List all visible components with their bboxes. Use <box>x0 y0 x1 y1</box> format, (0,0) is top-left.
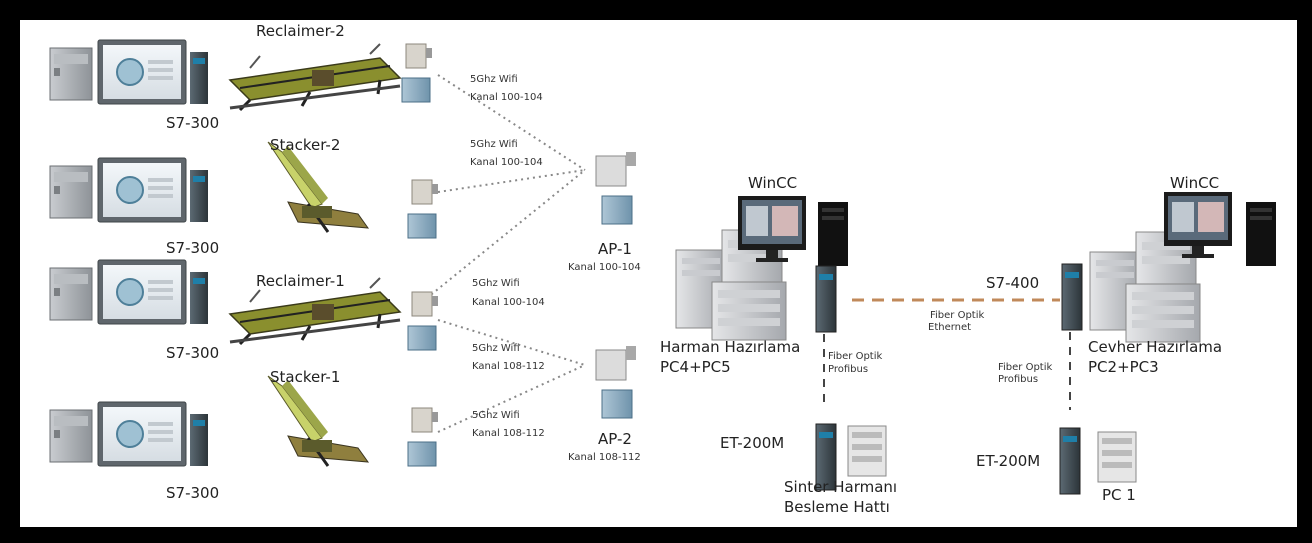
s7-400-label: S7-400 <box>986 274 1039 292</box>
sinter-et200m-label: ET-200M <box>720 434 784 452</box>
cevher-s7-400-rack <box>1061 263 1083 331</box>
fiber-ethernet-label-2: Ethernet <box>928 322 971 333</box>
cevher-station-name: Cevher Hazırlama <box>1088 338 1222 356</box>
cevher-profibus-2: Profibus <box>998 374 1038 385</box>
hmi-panel-2 <box>49 157 209 223</box>
s7-300-label-4: S7-300 <box>166 484 219 502</box>
wifi-channel-4: Kanal 108-112 <box>472 361 545 372</box>
wifi-channel-5: Kanal 108-112 <box>472 428 545 439</box>
harman-station-name: Harman Hazırlama <box>660 338 800 356</box>
pc1-et200m-rack <box>1059 427 1081 495</box>
ap-2-device <box>595 345 637 419</box>
radio-unit-3 <box>407 291 439 351</box>
harman-profibus-2: Profibus <box>828 364 868 375</box>
reclaimer-2-label: Reclaimer-2 <box>256 22 345 40</box>
pc1-et200m-label: ET-200M <box>976 452 1040 470</box>
harman-station-pcs: PC4+PC5 <box>660 358 731 376</box>
wifi-channel-3: Kanal 100-104 <box>472 297 545 308</box>
hmi-panel-3 <box>49 259 209 325</box>
stacker-1-image <box>266 374 370 468</box>
radio-unit-1 <box>401 43 433 103</box>
cevher-station-pcs: PC2+PC3 <box>1088 358 1159 376</box>
radio-unit-4 <box>407 407 439 467</box>
ap-2-channel: Kanal 108-112 <box>568 452 641 463</box>
sinter-label-1: Sinter Harmanı <box>784 478 897 496</box>
ap-1-channel: Kanal 100-104 <box>568 262 641 273</box>
diagram-canvas: Reclaimer-2 Stacker-2 Reclaimer-1 Stacke… <box>49 22 1276 516</box>
harman-tower-image <box>818 202 848 266</box>
wifi-channel-2: Kanal 100-104 <box>470 157 543 168</box>
sinter-et200m-module <box>847 425 887 477</box>
wifi-band-1: 5Ghz Wifi <box>470 74 518 85</box>
s7-300-label-3: S7-300 <box>166 344 219 362</box>
reclaimer-1-label: Reclaimer-1 <box>256 272 345 290</box>
stacker-2-image <box>266 140 370 234</box>
radio-unit-2 <box>407 179 439 239</box>
network-diagram: Reclaimer-2 Stacker-2 Reclaimer-1 Stacke… <box>20 20 1297 527</box>
wifi-band-4: 5Ghz Wifi <box>472 343 520 354</box>
wifi-band-3: 5Ghz Wifi <box>472 278 520 289</box>
stacker-2-label: Stacker-2 <box>270 136 340 154</box>
wifi-links <box>421 74 586 433</box>
s7-300-label-2: S7-300 <box>166 239 219 257</box>
stacker-1-label: Stacker-1 <box>270 368 340 386</box>
wifi-band-5: 5Ghz Wifi <box>472 410 520 421</box>
pc1-label: PC 1 <box>1102 486 1136 504</box>
cevher-profibus-1: Fiber Optik <box>998 362 1053 373</box>
ap-1-device <box>595 151 637 225</box>
harman-wincc-label: WinCC <box>748 174 797 192</box>
ap-1-label: AP-1 <box>598 240 632 258</box>
cevher-wincc-label: WinCC <box>1170 174 1219 192</box>
pc1-et200m-module <box>1097 431 1137 483</box>
cevher-tower-image <box>1246 202 1276 266</box>
wifi-band-2: 5Ghz Wifi <box>470 139 518 150</box>
harman-profibus-1: Fiber Optik <box>828 351 883 362</box>
hmi-panel-1 <box>49 39 209 105</box>
wifi-channel-1: Kanal 100-104 <box>470 92 543 103</box>
ap-2-label: AP-2 <box>598 430 632 448</box>
harman-s7-rack <box>815 265 837 333</box>
reclaimer-2-image <box>228 42 402 112</box>
hmi-panel-4 <box>49 401 209 467</box>
fiber-ethernet-label-1: Fiber Optik <box>930 310 985 321</box>
cevher-servers-image <box>1089 231 1201 343</box>
s7-300-label-1: S7-300 <box>166 114 219 132</box>
sinter-label-2: Besleme Hattı <box>784 498 890 516</box>
